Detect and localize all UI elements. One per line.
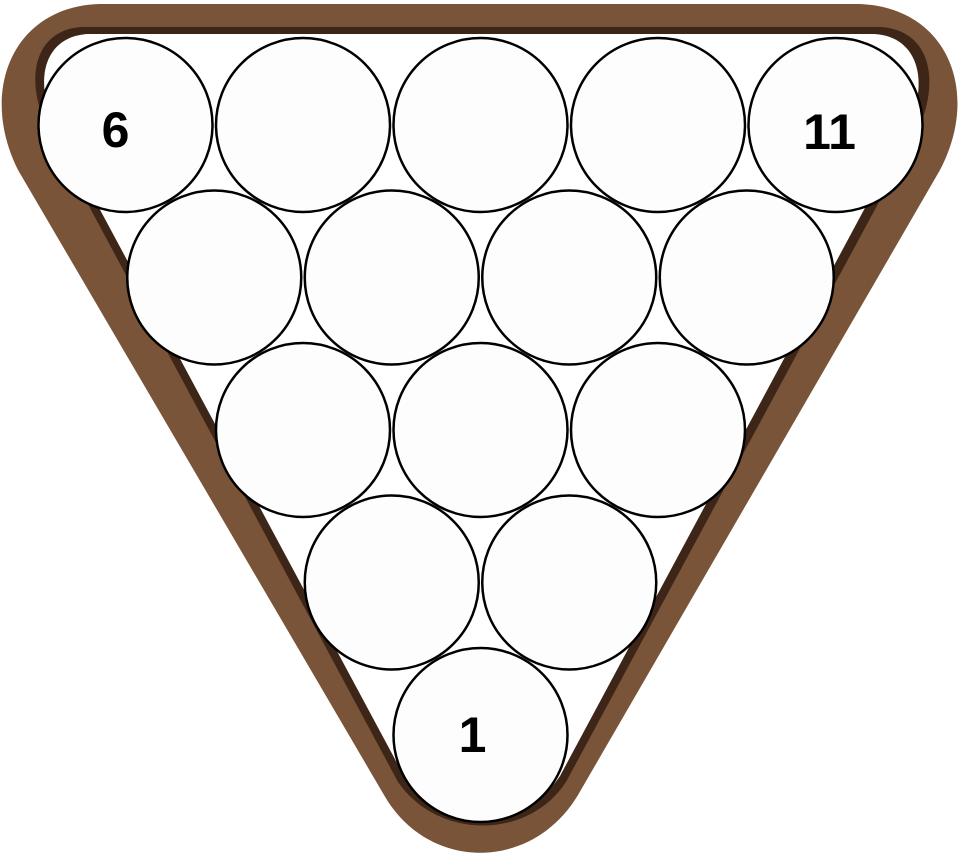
ball-r2-p2 (303, 189, 480, 366)
ball-r2-p3 (481, 189, 658, 366)
ball-r3-p2 (392, 341, 569, 519)
ball-number-label: 6 (102, 102, 130, 158)
ball-r5-p1: 1 (392, 646, 569, 824)
ball-circle (747, 36, 924, 214)
ball-r4-p2 (481, 494, 658, 671)
ball-r4-p1 (303, 494, 480, 671)
ball-number-label: 1 (459, 707, 487, 763)
ball-circle (303, 494, 480, 671)
ball-circle (569, 36, 747, 214)
ball-circle (214, 341, 392, 519)
ball-circle (303, 189, 480, 366)
ball-r1-p4 (569, 36, 747, 214)
ball-r2-p1 (126, 189, 303, 366)
ball-circle (214, 36, 392, 214)
ball-r3-p1 (214, 341, 392, 519)
ball-circle (392, 646, 569, 824)
ball-circle (481, 494, 658, 671)
ball-circle (37, 36, 214, 214)
ball-r1-p5: 11 (747, 36, 924, 214)
ball-r1-p2 (214, 36, 392, 214)
ball-circle (392, 341, 569, 519)
ball-circle (126, 189, 303, 366)
ball-r2-p4 (658, 189, 835, 366)
ball-circle (658, 189, 835, 366)
ball-circle (569, 341, 747, 519)
ball-circle (481, 189, 658, 366)
ball-circle (392, 36, 569, 214)
ball-r1-p3 (392, 36, 569, 214)
ball-r3-p3 (569, 341, 747, 519)
ball-r1-p1: 6 (37, 36, 214, 214)
ball-number-label: 11 (803, 104, 856, 160)
